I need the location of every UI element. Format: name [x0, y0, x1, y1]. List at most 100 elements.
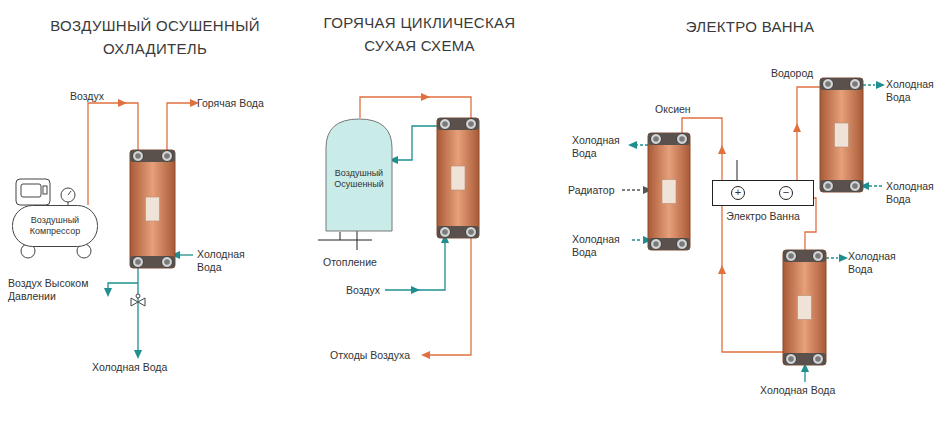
port-bore: [788, 356, 794, 362]
flow-label: Воздух: [70, 90, 104, 103]
port-bore: [815, 253, 821, 259]
port-bore: [135, 259, 141, 265]
nameplate: [662, 180, 676, 204]
pipe: [863, 84, 875, 85]
port: [786, 251, 797, 262]
bath-details: [732, 160, 793, 200]
control-panel: [21, 184, 41, 197]
port: [677, 134, 688, 145]
port: [677, 239, 688, 250]
port: [133, 151, 144, 162]
pipe: [137, 268, 138, 350]
flow-label: Холодная Вода: [572, 134, 628, 160]
nameplate: [451, 166, 465, 190]
port-bore: [442, 121, 448, 127]
section-title: ГОРЯЧАЯ ЦИКЛИЧЕСКАЯ СУХАЯ СХЕМА: [312, 11, 527, 57]
port-bore: [852, 81, 858, 87]
pipe: [826, 257, 838, 258]
bath-outline: [713, 181, 814, 206]
port-bore: [442, 229, 448, 235]
node-label: Электро Ванна: [712, 210, 814, 223]
pipe: [632, 239, 642, 240]
port: [823, 181, 834, 192]
exchanger-body: [783, 250, 826, 365]
arrowheads: [104, 81, 885, 372]
flow-label: Холодная Вода: [92, 361, 167, 374]
polarity-ring: [732, 187, 745, 200]
port-bore: [135, 153, 141, 159]
port-bore: [653, 241, 659, 247]
port: [813, 354, 824, 365]
port: [440, 119, 451, 130]
flow-label: Радиатор: [568, 184, 614, 197]
exchanger-body: [820, 78, 863, 192]
arrowhead: [839, 254, 848, 262]
port-bore: [788, 253, 794, 259]
flow-label: Оксиен: [655, 103, 691, 116]
arrowhead: [876, 81, 885, 89]
pipe: [385, 241, 445, 290]
control-box: [16, 179, 50, 205]
port: [466, 119, 477, 130]
exchanger-body: [437, 118, 479, 238]
pipe: [398, 126, 437, 160]
nameplate: [835, 123, 849, 147]
flow-label: Холодная Вода: [886, 78, 938, 104]
port: [133, 257, 144, 268]
exchanger-body: [648, 133, 690, 250]
exchanger-cap: [648, 238, 690, 250]
flow-label: Холодная Вода: [197, 248, 253, 274]
port-bore: [653, 136, 659, 142]
flow-label: Холодная Вода: [886, 180, 938, 206]
flow-label: Холодная Вода: [572, 233, 628, 259]
arrowhead: [411, 286, 420, 294]
port-bore: [825, 81, 831, 87]
flow-label: Холодная Вода: [848, 250, 900, 276]
polarity-sign: +: [733, 186, 743, 199]
port: [813, 251, 824, 262]
section-title: ВОЗДУШНЫЙ ОСУШЕННЫЙ ОХЛАДИТЕЛЬ: [35, 14, 275, 60]
pipe: [178, 254, 193, 255]
port-bore: [164, 259, 170, 265]
tank-base: [318, 232, 372, 240]
flow-label: Воздух: [346, 284, 380, 297]
port: [162, 257, 173, 268]
arrowhead: [134, 350, 142, 359]
arrowhead: [104, 288, 112, 297]
gauge-needle: [68, 191, 71, 195]
nameplate: [146, 197, 160, 221]
polarity-ring: [780, 187, 793, 200]
arrowhead: [718, 265, 726, 274]
flow-label: Отопление: [323, 256, 377, 269]
electrode: [737, 160, 738, 180]
pipe: [637, 144, 648, 145]
pipe: [622, 189, 642, 190]
port: [440, 227, 451, 238]
valve-handle: [136, 294, 140, 298]
exchanger-cap: [130, 150, 175, 162]
gauge: [61, 188, 75, 202]
node-label: Воздушный Осушенный: [330, 168, 388, 190]
heat-exchanger: [437, 118, 479, 238]
heat-exchanger: [783, 250, 826, 365]
pipe: [797, 87, 820, 180]
heat-exchanger: [648, 133, 690, 250]
electrolysis-bath: Электро Ванна: [710, 180, 816, 225]
port: [786, 354, 797, 365]
pipe: [167, 103, 190, 150]
pipe: [804, 372, 805, 382]
port: [466, 227, 477, 238]
exchanger-cap: [820, 78, 863, 90]
arrowhead: [793, 123, 801, 132]
port-bore: [815, 356, 821, 362]
tank-outline: [13, 206, 98, 247]
exchanger-cap: [437, 118, 479, 130]
arrowhead: [421, 351, 430, 359]
port-bore: [825, 183, 831, 189]
flow-label: Воздух Высоком Давлении: [8, 277, 103, 303]
port: [823, 79, 834, 90]
port: [651, 134, 662, 145]
port: [651, 239, 662, 250]
